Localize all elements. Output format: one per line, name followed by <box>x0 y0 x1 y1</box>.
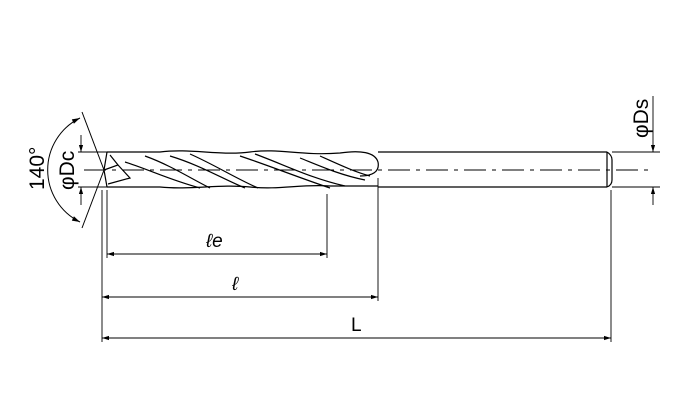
L-label: L <box>351 315 362 336</box>
dc-label: φDc <box>56 151 79 190</box>
l-label: ℓ <box>231 274 239 295</box>
angle-arc <box>47 117 81 223</box>
ds-label: φDs <box>630 99 653 138</box>
le-label: ℓe <box>205 231 223 252</box>
angle-label: 140° <box>26 147 49 190</box>
drill-shank <box>378 151 613 188</box>
drill-flute-body <box>103 150 379 189</box>
